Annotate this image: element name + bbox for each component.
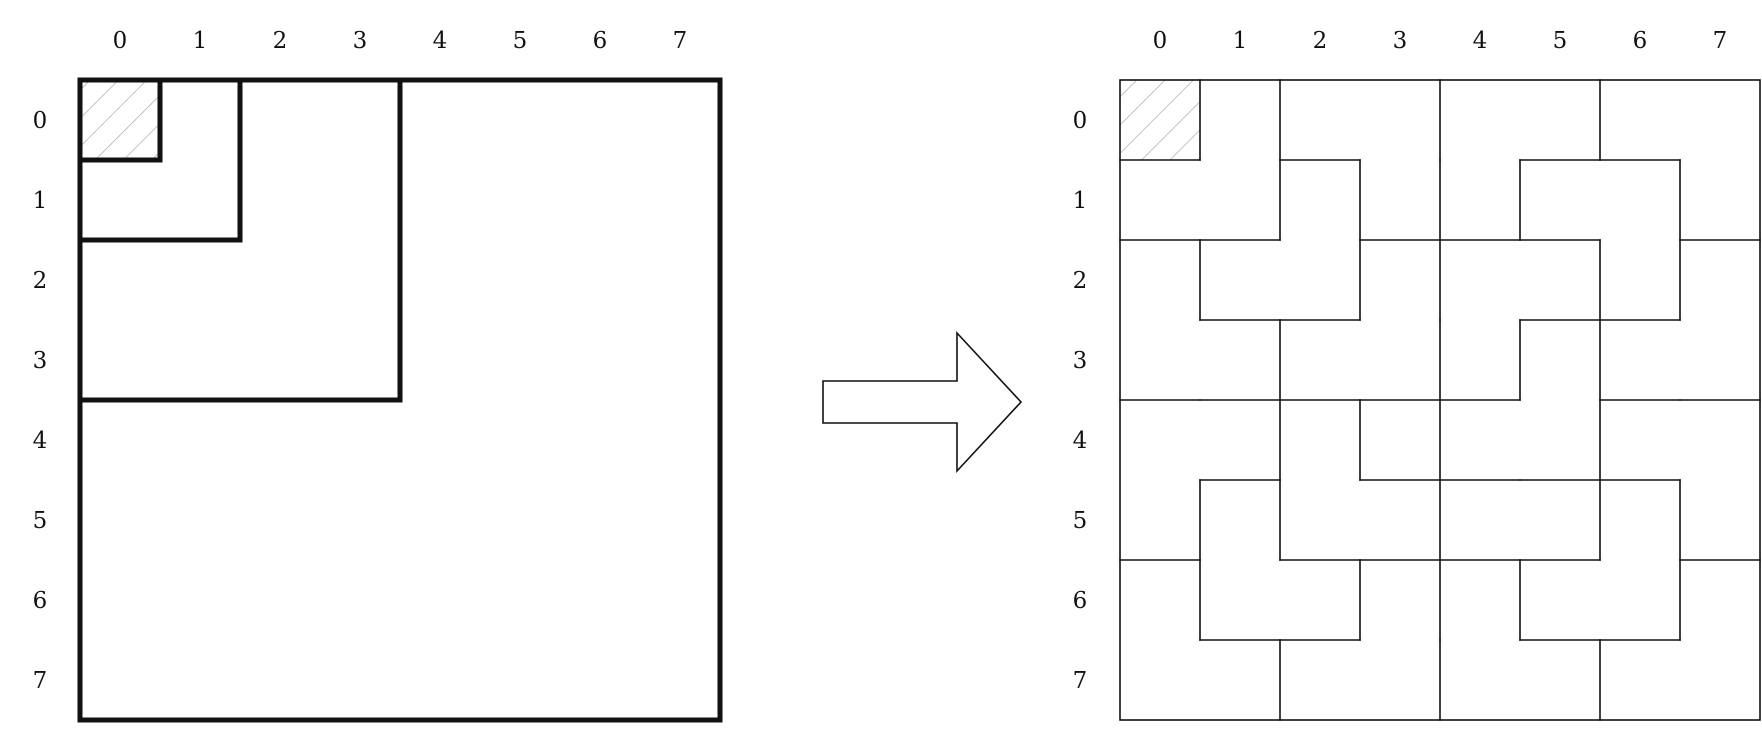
left-col-label: 5: [513, 28, 528, 54]
missing-cell-hatch: [1120, 80, 1200, 160]
left-board: 0 1 2 3 4 5 6 7 0 1 2 3 4 5 6 7: [33, 28, 723, 723]
right-col-label: 2: [1313, 28, 1328, 54]
right-row-label: 3: [1073, 348, 1088, 374]
right-row-labels: 0 1 2 3 4 5 6 7: [1073, 108, 1088, 694]
left-row-label: 3: [33, 348, 48, 374]
right-row-label: 2: [1073, 268, 1088, 294]
left-row-label: 4: [33, 428, 48, 454]
right-col-label: 5: [1553, 28, 1568, 54]
left-col-label: 7: [673, 28, 688, 54]
left-row-label: 1: [33, 188, 48, 214]
right-col-label: 7: [1713, 28, 1728, 54]
left-column-labels: 0 1 2 3 4 5 6 7: [113, 28, 688, 54]
right-col-label: 1: [1233, 28, 1248, 54]
left-row-label: 0: [33, 108, 48, 134]
right-col-label: 3: [1393, 28, 1408, 54]
right-row-label: 4: [1073, 428, 1088, 454]
right-column-labels: 0 1 2 3 4 5 6 7: [1153, 28, 1728, 54]
right-row-label: 5: [1073, 508, 1088, 534]
arrow-right-icon: [822, 330, 1023, 474]
left-col-label: 3: [353, 28, 368, 54]
right-row-label: 6: [1073, 588, 1088, 614]
left-row-label: 5: [33, 508, 48, 534]
right-tromino-tiling: [1119, 79, 1761, 721]
right-col-label: 4: [1473, 28, 1488, 54]
left-col-label: 1: [193, 28, 208, 54]
left-row-label: 6: [33, 588, 48, 614]
left-col-label: 6: [593, 28, 608, 54]
left-col-label: 0: [113, 28, 128, 54]
right-board: 0 1 2 3 4 5 6 7 0 1 2 3 4 5 6 7: [1073, 28, 1761, 721]
nested-region-outline: [77, 77, 723, 723]
right-col-label: 0: [1153, 28, 1168, 54]
left-row-label: 2: [33, 268, 48, 294]
left-col-label: 4: [433, 28, 448, 54]
missing-cell-hatch: [80, 80, 160, 160]
board-border: [1119, 79, 1761, 721]
left-row-labels: 0 1 2 3 4 5 6 7: [33, 108, 48, 694]
left-region-outlines: [77, 77, 723, 723]
right-row-label: 1: [1073, 188, 1088, 214]
right-row-label: 0: [1073, 108, 1088, 134]
left-row-label: 7: [33, 668, 48, 694]
right-col-label: 6: [1633, 28, 1648, 54]
right-row-label: 7: [1073, 668, 1088, 694]
left-col-label: 2: [273, 28, 288, 54]
